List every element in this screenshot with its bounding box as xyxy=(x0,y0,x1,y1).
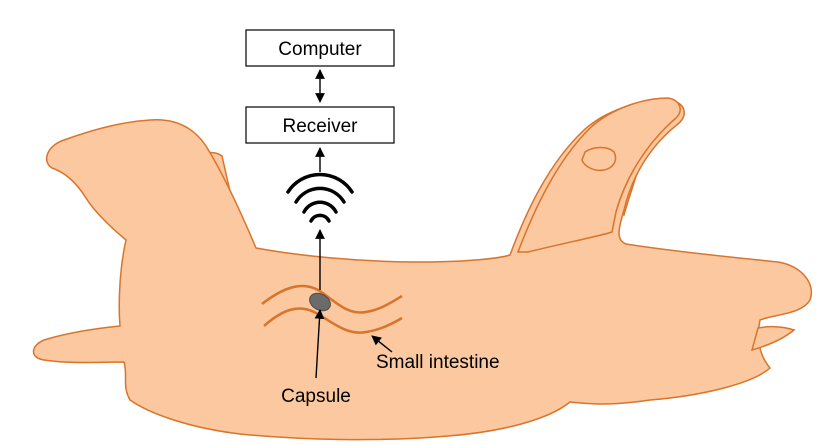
pig-hind-hoof xyxy=(581,146,617,172)
receiver-label: Receiver xyxy=(283,116,359,137)
pig-torso xyxy=(32,99,813,441)
computer-box: Computer xyxy=(245,29,395,67)
small-intestine xyxy=(261,284,403,334)
intestine-lower-wall xyxy=(263,307,403,334)
pig-front-hind-leg xyxy=(516,97,681,253)
small-intestine-label: Small intestine xyxy=(376,352,500,373)
capsule-label: Capsule xyxy=(281,386,351,407)
pig-ear xyxy=(750,325,796,352)
small-intestine-pointer xyxy=(371,335,393,353)
intestine-upper-wall xyxy=(261,284,403,314)
receiver-box: Receiver xyxy=(245,106,395,144)
computer-label: Computer xyxy=(278,39,362,60)
pig-body-group xyxy=(32,97,813,441)
capsule-pointer xyxy=(314,309,325,379)
wifi-signal-icon xyxy=(286,172,354,223)
